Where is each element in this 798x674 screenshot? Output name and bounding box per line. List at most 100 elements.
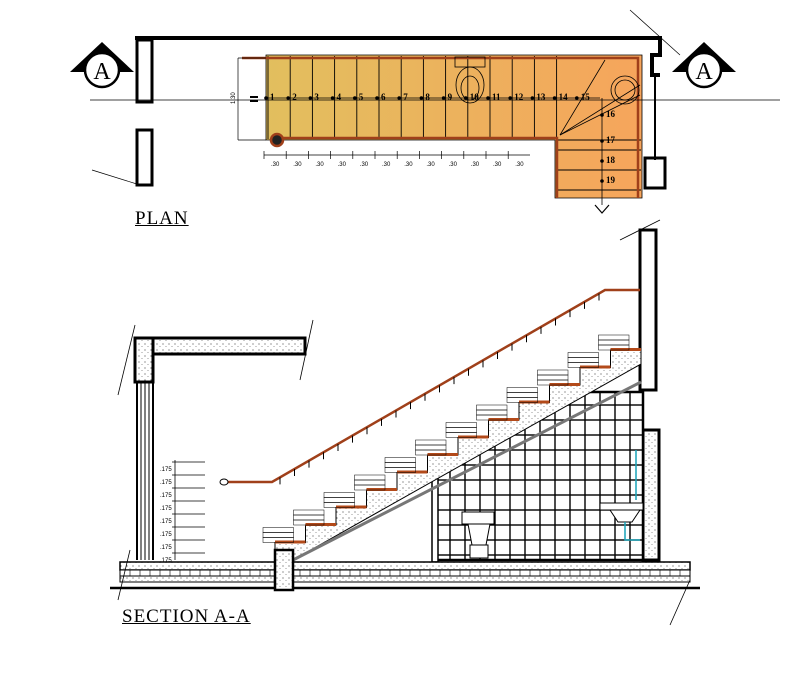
stair-footing: [273, 548, 295, 592]
wall-tile: [598, 339, 630, 346]
section-marker-left: A: [70, 42, 134, 89]
step-number: 9: [448, 92, 453, 102]
wall-tile: [567, 362, 599, 368]
right-wall-upper: [638, 228, 658, 392]
wall-tile: [384, 467, 416, 473]
step-number: 17: [606, 135, 616, 145]
wall-tile: [476, 409, 508, 416]
wall-tile: [293, 509, 325, 516]
wall-tile: [445, 427, 477, 433]
step-nosing: [458, 435, 489, 439]
step-node: [508, 96, 512, 100]
wall-tile: [415, 449, 447, 456]
plan-wall-left: [135, 38, 154, 104]
step-node: [419, 96, 424, 100]
wall-tile: [537, 374, 569, 381]
balusters: [279, 293, 600, 485]
tread-dimension-label: .30: [493, 162, 502, 168]
step-number: 1: [270, 92, 275, 102]
plan-handrail: [242, 56, 640, 198]
stair-soffit: [292, 380, 642, 562]
wall-tile: [262, 537, 294, 543]
svg-text:A: A: [93, 59, 111, 85]
wall-tile: [598, 334, 630, 341]
step-nosing: [549, 383, 580, 386]
wall-tile: [384, 462, 416, 468]
riser-dimension-label: .175: [160, 480, 172, 486]
step-number: 4: [337, 92, 342, 102]
tread-dimension-label: .30: [471, 162, 480, 168]
step-number: 12: [514, 92, 524, 102]
wall-tile: [354, 484, 386, 491]
step-number: 5: [359, 92, 364, 102]
step-nosing: [580, 365, 611, 369]
step-number: 6: [381, 92, 386, 102]
tread-dimension-label: .30: [515, 162, 524, 168]
tread-dimension-label: .30: [293, 162, 302, 168]
section-handrail: [226, 288, 640, 484]
handrail-end: [219, 478, 229, 486]
step-node: [600, 179, 604, 183]
riser-dimension-label: .175: [160, 493, 172, 499]
stair-plan-fill: [265, 54, 643, 199]
wall-tile: [506, 397, 538, 403]
wall-tile: [598, 344, 630, 351]
step-number: 19: [606, 175, 616, 185]
wall-tile: [354, 479, 386, 486]
plan-wall: [135, 36, 662, 77]
wall-tile: [537, 369, 569, 376]
step-node: [286, 96, 291, 100]
wall-tile: [415, 439, 447, 446]
tread-dimension-label: .30: [382, 162, 391, 168]
step-node: [600, 113, 604, 117]
wall-tile: [384, 457, 416, 463]
right-wall-lower: [641, 428, 661, 562]
step-node: [600, 139, 604, 143]
riser-dimension-label: .175: [160, 545, 172, 551]
step-nosing: [610, 348, 641, 351]
section-view: .175.175.175.175.175.175.175.175: [110, 219, 700, 626]
wall-tile: [445, 422, 477, 428]
step-number: 3: [314, 92, 319, 102]
stair-treads: [267, 56, 641, 191]
floor-finish: [119, 569, 691, 577]
step-node: [264, 96, 268, 100]
step-nosing: [488, 418, 519, 421]
riser-dimension-label: .175: [160, 519, 172, 525]
tread-dimension-label: .30: [338, 162, 347, 168]
section-title: SECTION A-A: [122, 606, 251, 627]
svg-text:A: A: [695, 59, 713, 85]
upper-slab: [133, 336, 307, 356]
wall-tile: [506, 387, 538, 393]
step-number: 15: [581, 92, 591, 102]
riser-dimensions: .175.175.175.175.175.175.175.175: [160, 461, 205, 564]
wall-tile: [415, 444, 447, 451]
riser-dimension-label: .175: [160, 558, 172, 564]
step-number: 10: [470, 92, 480, 102]
newel-post: [269, 132, 285, 148]
step-nosing: [397, 470, 428, 474]
riser-dimension-label: .175: [160, 506, 172, 512]
tread-dimension-label: .30: [271, 162, 280, 168]
stair-section: [262, 334, 642, 562]
step-nosing: [305, 523, 336, 526]
stair-width-dimension: 1.30: [231, 92, 237, 104]
step-number: 16: [606, 109, 616, 119]
step-node: [575, 96, 579, 100]
step-node: [600, 159, 604, 163]
step-node: [375, 96, 379, 100]
step-nosing: [366, 488, 397, 491]
tread-dimension-label: .30: [404, 162, 413, 168]
step-number: 13: [536, 92, 546, 102]
step-node: [353, 96, 357, 100]
tread-dimension-label: .30: [360, 162, 369, 168]
floor-slab: [119, 561, 691, 571]
wall-tile: [567, 352, 599, 358]
wall-tile: [323, 502, 355, 508]
step-nosing: [519, 400, 550, 404]
plan-handrail-inner: [276, 136, 559, 198]
step-nosing: [336, 505, 367, 509]
